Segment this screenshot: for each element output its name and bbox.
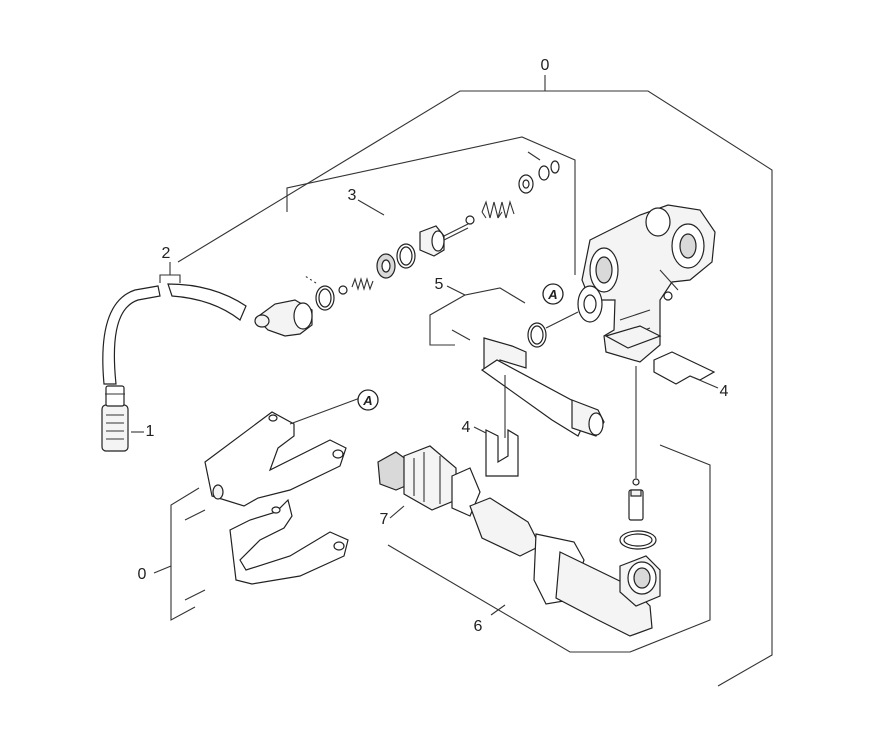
callout-4-right: 4 [720, 383, 729, 400]
part-2-hose [102, 262, 247, 385]
bracket-group-6 [387, 444, 711, 653]
bracket-group-0-bottom [153, 487, 206, 621]
callout-2: 2 [162, 245, 171, 262]
check-valve [619, 366, 657, 550]
bracket-group-3 [286, 136, 576, 275]
part-1-hose-connector [101, 385, 144, 452]
part-6-inlet-pipe [469, 497, 661, 637]
callout-5: 5 [435, 276, 444, 293]
callout-6: 6 [474, 618, 483, 635]
bracket-group-0 [177, 75, 773, 687]
o-ring-inlet [527, 311, 579, 348]
callout-7: 7 [380, 511, 389, 528]
part-3-valve-components [254, 151, 560, 337]
reference-a-top-label: A [547, 287, 557, 302]
callout-1: 1 [146, 423, 155, 440]
bracket-group-5 [429, 285, 526, 346]
part-4-clip-left [473, 426, 519, 477]
mounting-bracket-upper [204, 397, 361, 507]
mounting-bracket-lower [229, 498, 349, 585]
reference-marker-a-bottom: A [357, 389, 379, 411]
callout-4-left: 4 [462, 419, 471, 436]
callout-0-top: 0 [541, 57, 550, 74]
part-4-clip-right [653, 351, 719, 389]
reference-a-bottom-label: A [362, 393, 372, 408]
callout-0-bottom: 0 [138, 566, 147, 583]
callout-3: 3 [348, 187, 357, 204]
reference-marker-a-top: A [542, 283, 564, 305]
pump-head-housing [577, 204, 716, 363]
part-7-hose-coupling [377, 445, 481, 519]
part-5-inlet-tube [480, 337, 605, 438]
